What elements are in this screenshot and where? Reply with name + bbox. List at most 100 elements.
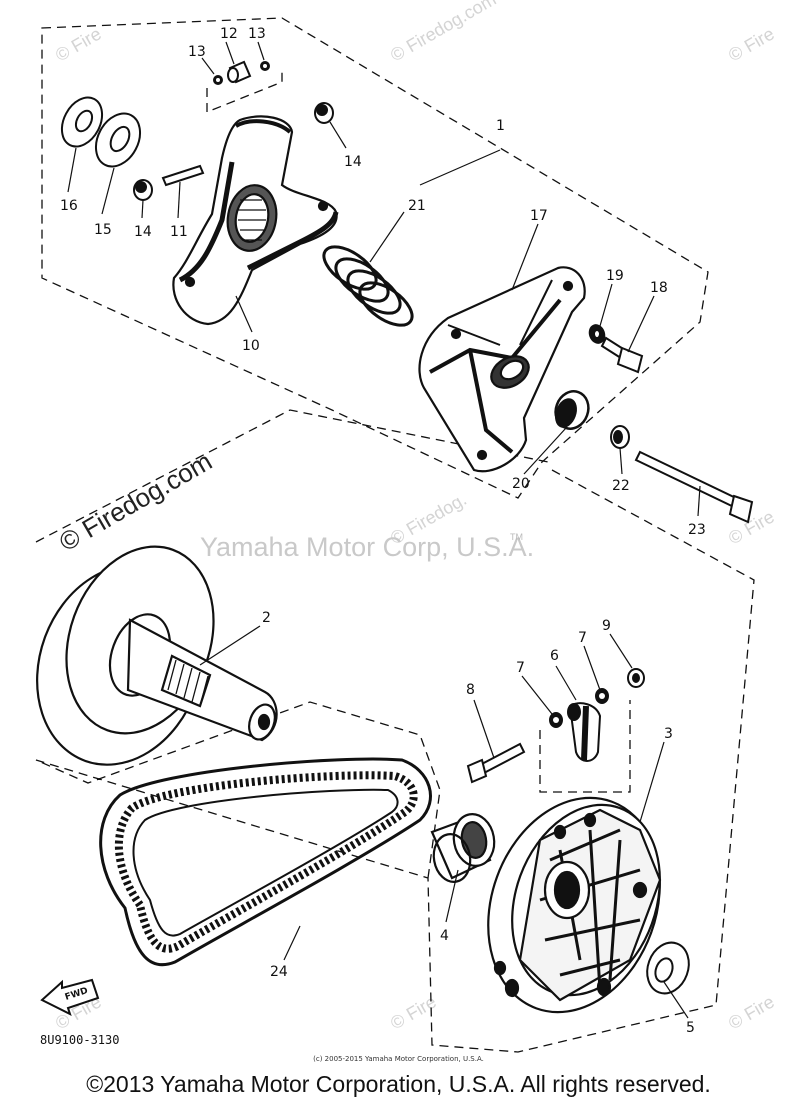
part-15-washer — [94, 112, 142, 168]
part-7-washer-right — [595, 688, 609, 704]
leader-21 — [369, 211, 405, 263]
part-20-slider — [554, 390, 590, 430]
part-11-pin — [161, 164, 205, 187]
watermark-firedog-3: © Fire — [725, 24, 778, 66]
callout-13b: 13 — [248, 26, 266, 42]
leader-14a — [141, 199, 144, 219]
leader-9 — [609, 633, 633, 669]
leader-15 — [101, 167, 115, 215]
watermark-layer: © Fire © Firedog.com © Fire © Firedog. ©… — [52, 0, 778, 1033]
callout-21: 21 — [408, 198, 426, 214]
part-24-drive-belt — [99, 757, 432, 967]
leader-16 — [67, 147, 77, 193]
callout-22: 22 — [612, 478, 630, 494]
callout-13a: 13 — [188, 44, 206, 60]
part-6-weight — [567, 702, 602, 762]
callout-9: 9 — [602, 618, 611, 634]
callout-14b: 14 — [344, 154, 362, 170]
part-17-cover — [418, 266, 586, 473]
part-2-fixed-sheave — [36, 545, 278, 766]
part-5-washer — [646, 941, 690, 995]
callout-1: 1 — [496, 118, 505, 134]
leader-11 — [177, 181, 181, 219]
leader-4 — [445, 869, 459, 923]
callout-24: 24 — [270, 964, 288, 980]
callout-19: 19 — [606, 268, 624, 284]
part-8-bolt — [466, 742, 526, 784]
callout-4: 4 — [440, 928, 449, 944]
assembly-boundaries — [35, 17, 755, 1053]
part-23-bolt — [634, 450, 754, 524]
callout-6: 6 — [550, 648, 559, 664]
part-10-spider — [172, 115, 339, 326]
copyright-small: (c) 2005-2015 Yamaha Motor Corporation, … — [313, 1055, 484, 1063]
part-19-washer — [588, 324, 606, 344]
watermark-firedog-1: © Fire — [52, 24, 105, 66]
part-13-washer-right — [260, 61, 270, 71]
part-7-washer-left — [549, 712, 563, 728]
part-4-bushing — [430, 813, 496, 883]
copyright-main: ©2013 Yamaha Motor Corporation, U.S.A. A… — [86, 1071, 711, 1097]
diagram-code: 8U9100-3130 — [40, 1033, 120, 1047]
part-12-roller — [227, 60, 252, 84]
callout-18: 18 — [650, 280, 668, 296]
bracket-6-7 — [539, 700, 631, 793]
callout-11: 11 — [170, 224, 188, 240]
callout-8: 8 — [466, 682, 475, 698]
part-21-spring — [322, 245, 414, 327]
leader-7b — [583, 645, 601, 691]
callout-23: 23 — [688, 522, 706, 538]
leader-2 — [199, 625, 261, 666]
callout-2: 2 — [262, 610, 271, 626]
callout-7b: 7 — [578, 630, 587, 646]
leader-1 — [419, 149, 501, 186]
leader-18 — [627, 295, 655, 353]
fwd-arrow: FWD — [40, 978, 100, 1016]
part-18-bolt — [600, 336, 644, 374]
leader-6 — [555, 665, 577, 701]
upper-assembly-boundary — [41, 17, 709, 499]
callout-16: 16 — [60, 198, 78, 214]
part-9-nut — [627, 668, 645, 688]
callout-10: 10 — [242, 338, 260, 354]
leader-24 — [283, 925, 301, 961]
part-14-cap-left — [133, 179, 153, 201]
leader-3 — [639, 741, 665, 823]
leader-8 — [473, 699, 495, 759]
leader-12 — [225, 41, 235, 65]
callout-numbers: 1 2 3 4 5 6 7 7 8 9 10 11 12 13 13 14 14… — [60, 26, 706, 1036]
part-14-cap-right — [314, 102, 334, 124]
leader-7a — [521, 675, 553, 715]
watermark-firedog-2: © Firedog.com — [387, 0, 499, 65]
watermark-firedog-8: © Fire — [725, 992, 778, 1034]
watermark-yamaha-corp: Yamaha Motor Corp, U.S.A. — [200, 532, 534, 562]
callout-12: 12 — [220, 26, 238, 42]
leader-19 — [599, 283, 613, 327]
part-22-nut — [610, 425, 630, 449]
part-13-washer-left — [213, 75, 223, 85]
lower-assembly-boundary — [35, 409, 755, 1053]
watermark-firedog-main: © Firedog.com — [54, 446, 217, 557]
callout-15: 15 — [94, 222, 112, 238]
leader-17 — [511, 223, 539, 291]
leader-13b — [257, 41, 265, 61]
part-3-movable-sheave — [487, 796, 662, 1014]
leader-13a — [201, 57, 215, 75]
callout-20: 20 — [512, 476, 530, 492]
callout-3: 3 — [664, 726, 673, 742]
leader-22 — [619, 447, 623, 475]
leader-lines — [67, 41, 701, 1019]
callout-5: 5 — [686, 1020, 695, 1036]
callout-14a: 14 — [134, 224, 152, 240]
leader-23 — [697, 485, 701, 517]
callout-17: 17 — [530, 208, 548, 224]
leader-5 — [663, 981, 689, 1019]
leader-20 — [523, 427, 567, 475]
callout-7a: 7 — [516, 660, 525, 676]
part-16-washer — [60, 96, 104, 148]
leader-10 — [235, 295, 253, 333]
bracket-12-13 — [206, 68, 283, 113]
watermark-tm: TM — [510, 532, 523, 542]
leader-14b — [329, 121, 347, 149]
